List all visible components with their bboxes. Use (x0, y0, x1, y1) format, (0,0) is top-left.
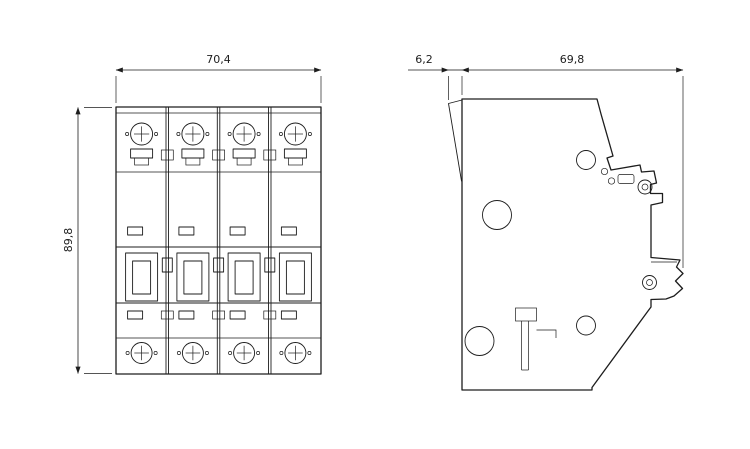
dimension-side-depth: 69,8 (461, 53, 684, 268)
pivot-pin (600, 167, 609, 176)
dim-label-front-height: 89,8 (62, 228, 75, 253)
dim-label-side-depth: 69,8 (560, 53, 585, 66)
pivot-pin (607, 177, 616, 185)
housing-hole (464, 326, 495, 356)
front-lip (448, 99, 463, 182)
dimension-front-height: 89,8 (62, 107, 112, 374)
breaker-pole (176, 122, 210, 364)
label-plate (617, 174, 635, 184)
dimension-front-width: 70,4 (115, 53, 322, 103)
terminal-screw-side-icon (637, 179, 653, 195)
rivet-hole (576, 150, 596, 170)
dim-label-front-width: 70,4 (206, 53, 231, 66)
handle-link-pins (160, 149, 277, 320)
breaker-body-side (461, 98, 684, 391)
breaker-body-front (115, 106, 322, 375)
dimension-side-lip: 6,2 (408, 53, 462, 100)
dim-label-side-lip: 6,2 (415, 53, 433, 66)
bottom-slot (515, 307, 557, 371)
module-dividers (165, 107, 272, 374)
rivet-hole (576, 315, 596, 336)
breaker-pole (125, 122, 159, 364)
front-view (115, 106, 322, 375)
clip-screw-side-icon (642, 275, 657, 290)
breaker-pole (227, 122, 261, 364)
breaker-pole (278, 122, 312, 364)
housing-hole (482, 200, 512, 230)
side-view (448, 98, 684, 391)
